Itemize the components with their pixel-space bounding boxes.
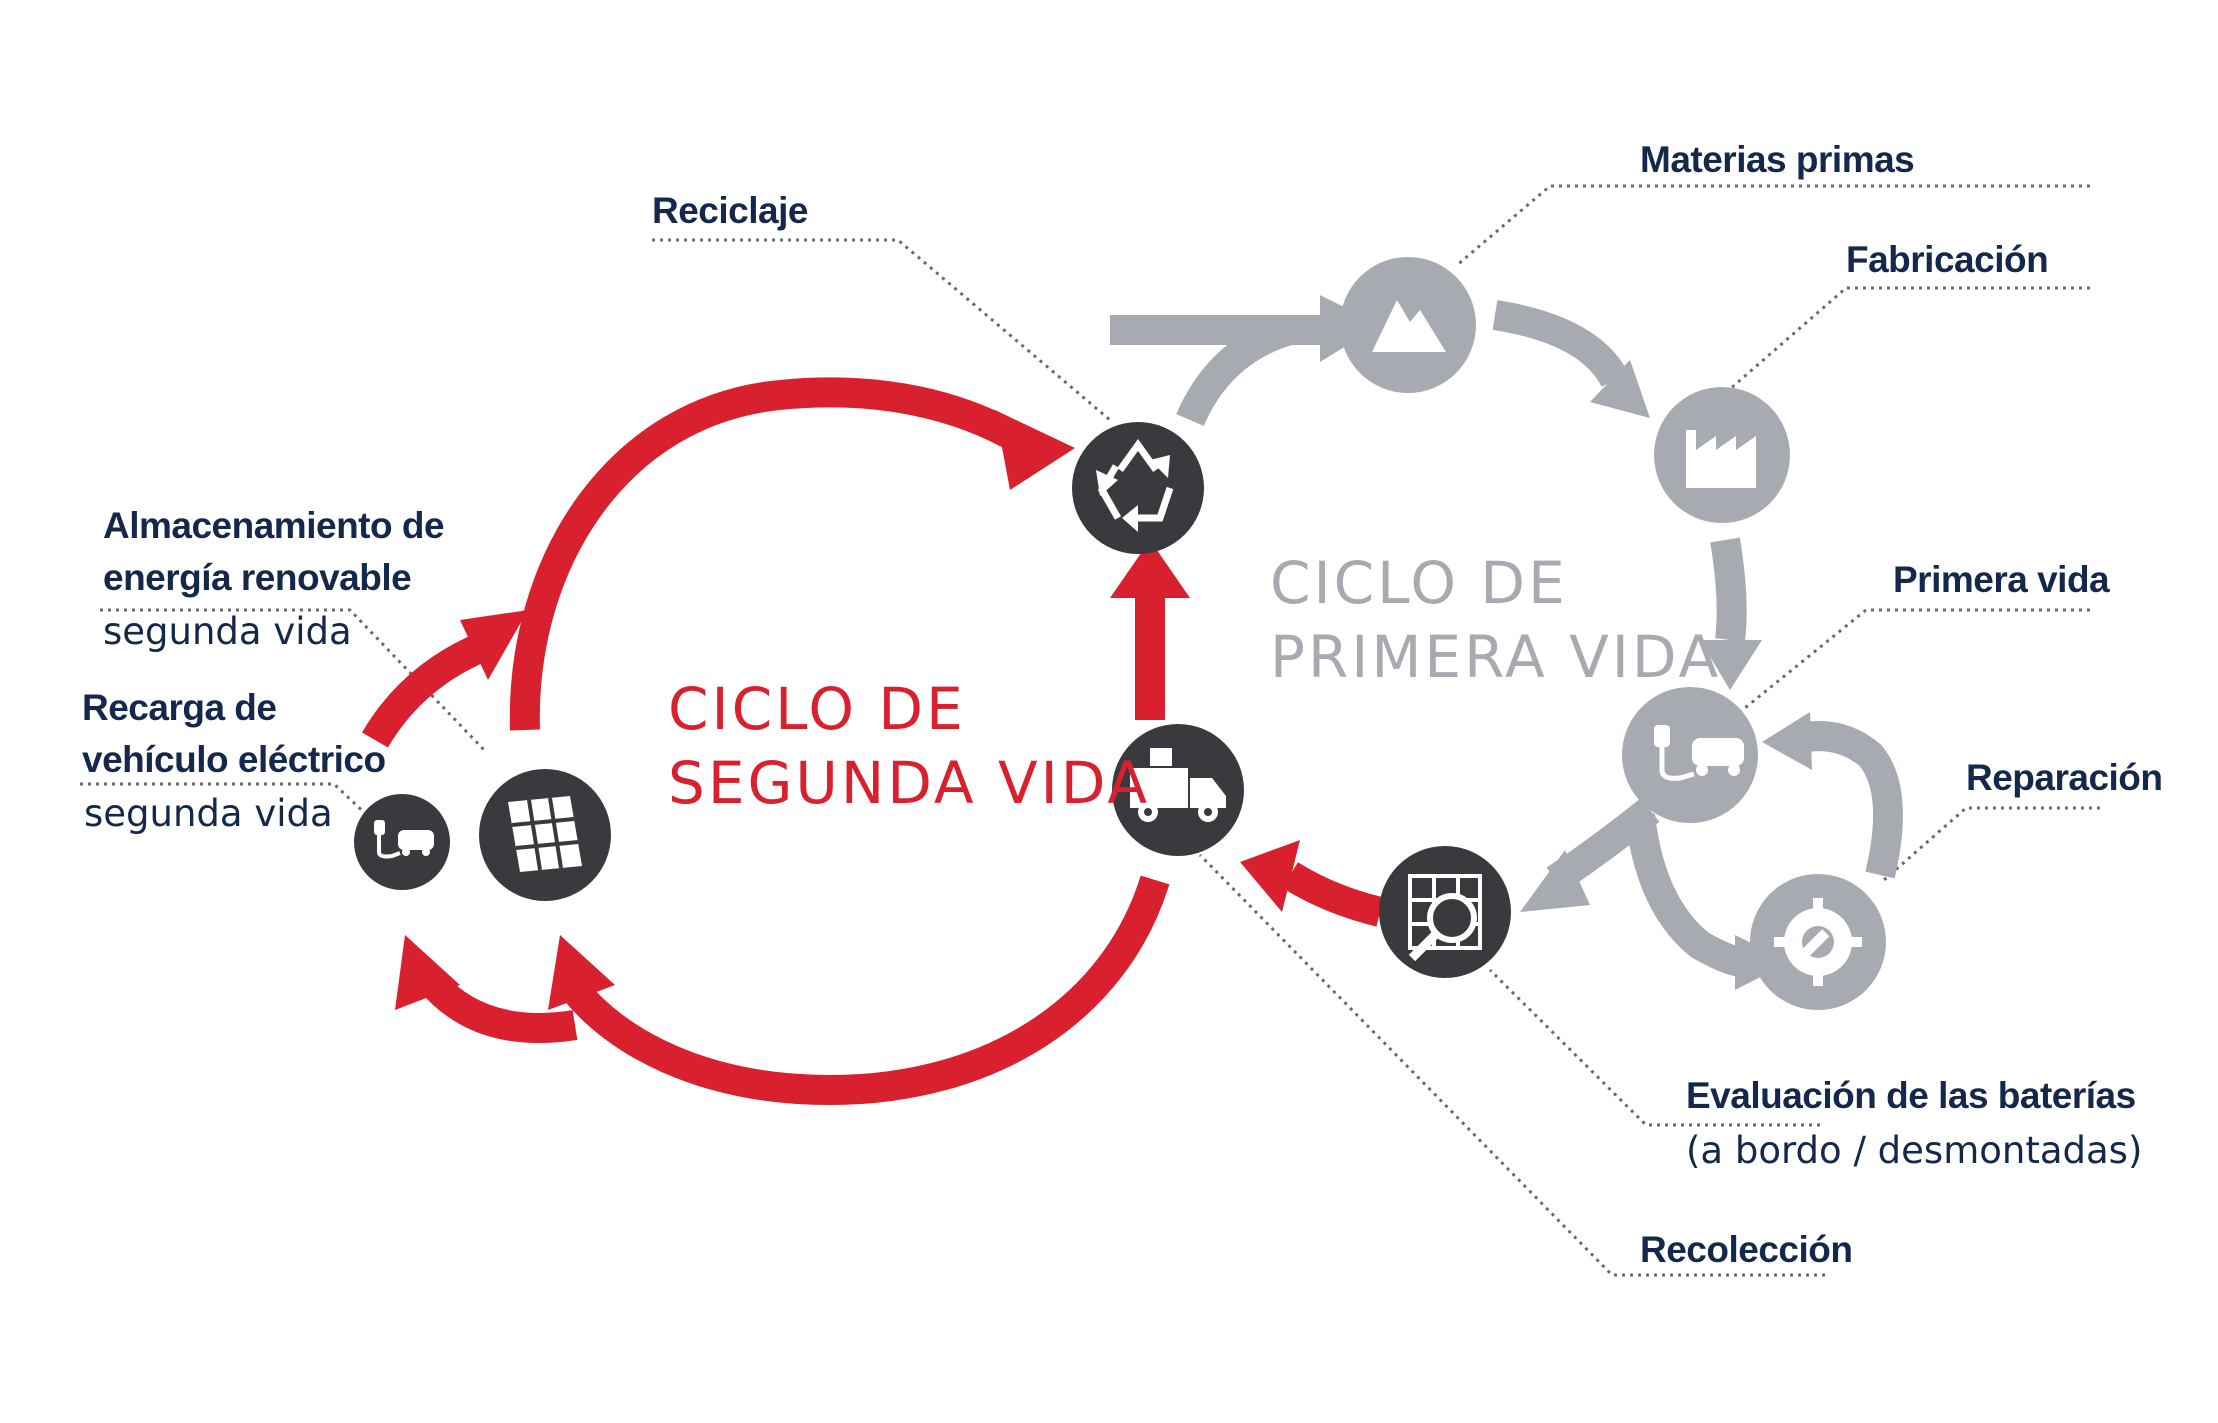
red-arrow-recarga-almacen	[362, 636, 482, 748]
label-evaluacion-sub: (a bordo / desmontadas)	[1686, 1129, 2143, 1172]
grey-head-primera	[1700, 640, 1762, 690]
label-recarga-line1: Recarga de	[82, 687, 277, 728]
leader-lines	[80, 184, 2100, 1277]
label-fabricacion: Fabricación	[1846, 239, 2049, 280]
red-arc-bottom	[563, 875, 1170, 1106]
title-segunda-vida-line2: SEGUNDA VIDA	[668, 749, 1151, 817]
grey-arrow-materias-fabricacion	[1492, 300, 1629, 388]
label-almacenamiento-line2: energía renovable	[103, 557, 412, 598]
label-almacenamiento-sub: segunda vida	[103, 610, 352, 653]
label-evaluacion: Evaluación de las baterías	[1686, 1075, 2136, 1116]
title-primera-vida-line1: CICLO DE	[1270, 549, 1568, 617]
leader-fabricacion	[1721, 286, 2090, 398]
truck-icon	[1130, 748, 1226, 822]
red-head-recycle-bottom	[1110, 540, 1190, 598]
node-evaluacion	[1379, 846, 1511, 978]
node-primera-vida	[1622, 687, 1758, 823]
battery-inspection-icon	[1408, 874, 1482, 962]
label-materias-primas: Materias primas	[1640, 139, 1915, 180]
node-reciclaje	[1072, 422, 1204, 554]
label-recoleccion: Recolección	[1640, 1229, 1853, 1270]
red-head-truck	[1240, 840, 1300, 912]
red-arc-top	[509, 377, 1028, 731]
grey-arrow-reparacion-primera	[1797, 721, 1903, 879]
first-life-arrows	[1110, 300, 1903, 977]
node-reparacion	[1750, 874, 1886, 1010]
node-recoleccion	[1112, 724, 1244, 856]
label-primera-vida: Primera vida	[1893, 559, 2110, 600]
label-almacenamiento-line1: Almacenamiento de	[103, 505, 445, 546]
title-segunda-vida-line1: CICLO DE	[668, 675, 966, 743]
node-recarga	[354, 794, 450, 890]
red-head-recycle-top	[995, 410, 1075, 490]
leader-almacenamiento	[100, 608, 488, 754]
grey-head-evaluacion	[1520, 850, 1590, 912]
leader-recoleccion	[1198, 853, 1825, 1277]
red-head-almacen	[460, 610, 528, 680]
red-arrow-bottom-left	[418, 970, 578, 1043]
title-primera-vida-line2: PRIMERA VIDA	[1270, 623, 1722, 691]
label-reparacion: Reparación	[1966, 757, 2163, 798]
leader-primera-vida	[1739, 608, 2090, 714]
grey-arrow-from-recycle	[1176, 315, 1295, 427]
solar-panel-icon	[508, 796, 582, 872]
label-reciclaje: Reciclaje	[652, 190, 808, 231]
second-life-arrows	[362, 377, 1384, 1106]
mountain-icon	[1372, 300, 1446, 352]
grey-head-fabricacion	[1590, 360, 1650, 418]
label-recarga-sub: segunda vida	[84, 792, 333, 835]
grey-arrow-primera-reparacion	[1625, 813, 1744, 977]
grey-head-reparacion-back	[1762, 712, 1812, 770]
red-head-bottom-arc	[548, 935, 615, 1010]
node-almacenamiento	[479, 769, 611, 901]
leader-reciclaje	[652, 238, 1111, 422]
ev-charger-icon	[1654, 725, 1744, 781]
ev-charger-icon	[374, 820, 434, 859]
red-head-recarga	[395, 935, 460, 1010]
leader-reparacion	[1883, 806, 2100, 882]
leader-evaluacion	[1488, 968, 1820, 1127]
red-arrow-evaluacion-truck	[1282, 862, 1384, 927]
node-materias-primas	[1340, 257, 1476, 393]
node-fabricacion	[1654, 387, 1790, 523]
factory-icon	[1686, 430, 1756, 488]
second-life-arrowheads	[395, 410, 1300, 1010]
wrench-gear-icon	[1774, 898, 1862, 986]
grey-arrow-fabricacion-primera	[1710, 537, 1747, 642]
label-recarga-line2: vehículo eléctrico	[82, 739, 386, 780]
